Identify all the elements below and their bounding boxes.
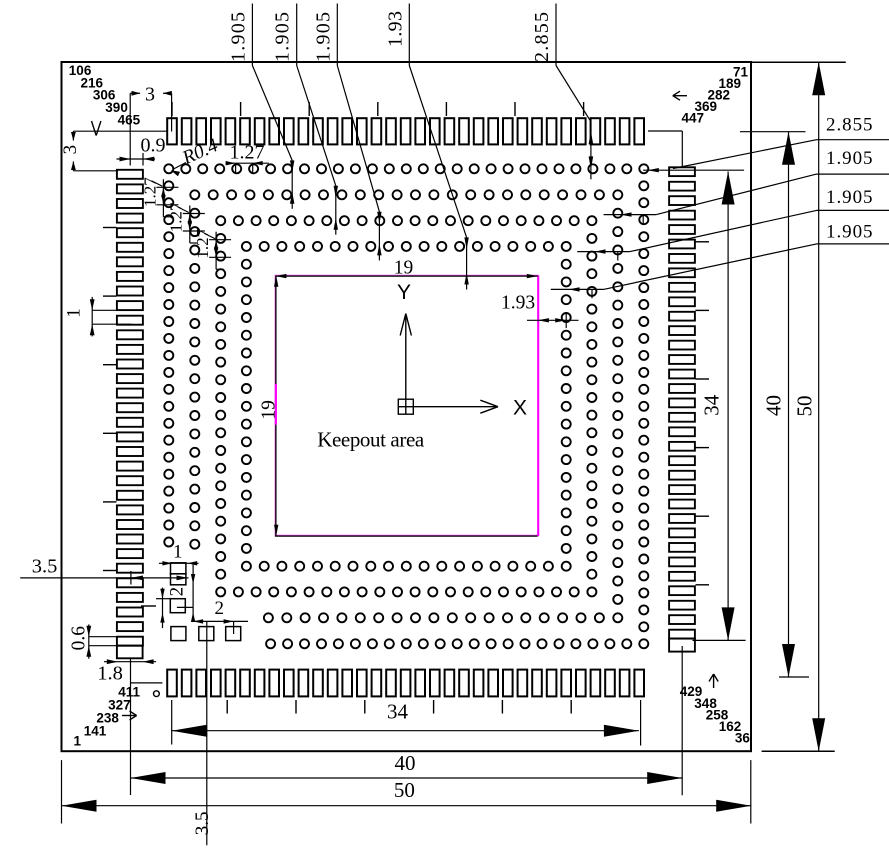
svg-text:50: 50	[793, 396, 817, 417]
svg-text:X: X	[513, 397, 527, 420]
svg-text:2.855: 2.855	[531, 12, 553, 62]
svg-text:34: 34	[387, 700, 409, 724]
svg-text:1.905: 1.905	[826, 222, 873, 243]
svg-text:0.6: 0.6	[69, 626, 90, 651]
svg-text:1.27: 1.27	[140, 177, 159, 207]
svg-text:429: 429	[680, 684, 703, 699]
svg-text:216: 216	[81, 75, 104, 90]
svg-text:162: 162	[719, 719, 742, 734]
svg-text:1.93: 1.93	[384, 11, 406, 47]
svg-text:369: 369	[694, 99, 717, 114]
svg-text:1.905: 1.905	[826, 148, 873, 169]
svg-text:327: 327	[108, 698, 131, 713]
svg-text:189: 189	[718, 76, 741, 91]
svg-text:1.905: 1.905	[227, 12, 249, 62]
svg-text:34: 34	[700, 394, 724, 416]
svg-text:1.93: 1.93	[501, 292, 535, 313]
svg-text:390: 390	[105, 100, 128, 115]
svg-text:1.27: 1.27	[230, 141, 265, 163]
svg-text:447: 447	[681, 111, 704, 126]
svg-text:Y: Y	[397, 281, 411, 304]
svg-text:3: 3	[60, 145, 81, 155]
svg-text:40: 40	[762, 395, 786, 416]
svg-text:0.9: 0.9	[141, 135, 166, 157]
svg-text:50: 50	[394, 778, 415, 802]
svg-text:2.855: 2.855	[826, 115, 873, 136]
svg-text:1.8: 1.8	[97, 662, 123, 684]
svg-text:411: 411	[118, 685, 140, 700]
svg-text:19: 19	[394, 258, 414, 279]
svg-text:71: 71	[733, 65, 749, 80]
svg-text:141: 141	[84, 724, 107, 739]
svg-text:3.5: 3.5	[192, 812, 213, 836]
svg-text:306: 306	[93, 88, 116, 103]
svg-text:36: 36	[735, 731, 751, 746]
svg-text:Keepout area: Keepout area	[317, 428, 425, 452]
svg-text:1.905: 1.905	[826, 187, 873, 208]
svg-text:1: 1	[73, 734, 81, 749]
svg-text:348: 348	[694, 696, 717, 711]
svg-text:1.27: 1.27	[167, 202, 186, 232]
svg-text:1.905: 1.905	[272, 12, 294, 62]
svg-text:465: 465	[118, 113, 141, 128]
svg-text:2: 2	[167, 587, 188, 597]
svg-text:1.905: 1.905	[312, 12, 334, 62]
svg-text:3.5: 3.5	[32, 556, 58, 578]
svg-text:1.27: 1.27	[193, 228, 212, 258]
svg-text:258: 258	[706, 708, 729, 723]
svg-text:19: 19	[259, 400, 280, 420]
svg-text:238: 238	[96, 711, 119, 726]
svg-text:1: 1	[64, 308, 85, 318]
svg-text:106: 106	[69, 63, 92, 78]
svg-text:3: 3	[145, 83, 155, 105]
svg-text:40: 40	[395, 751, 416, 775]
svg-text:2: 2	[214, 598, 224, 619]
svg-text:282: 282	[707, 88, 730, 103]
svg-text:1: 1	[173, 542, 183, 563]
